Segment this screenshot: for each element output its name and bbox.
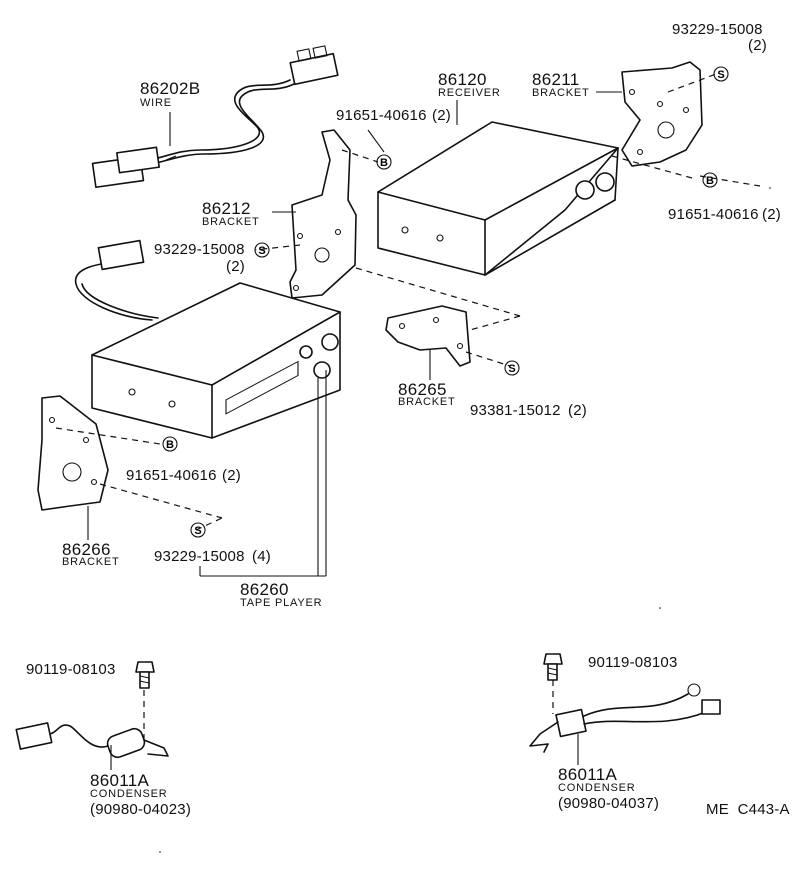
label-screw-left-mid-qty: (2) bbox=[226, 258, 245, 275]
label-86202b-number: 86202B bbox=[140, 79, 201, 98]
label-condenser-left-sub: (90980-04023) bbox=[90, 801, 192, 818]
wire-harness bbox=[91, 45, 339, 189]
label-86265-desc: BRACKET bbox=[398, 396, 456, 408]
label-screw-left-mid-number: 93229-15008 bbox=[154, 241, 245, 258]
label-86120-number: 86120 bbox=[438, 70, 487, 89]
label-condenser-left-number: 86011A bbox=[90, 771, 150, 790]
label-86260-number: 86260 bbox=[240, 580, 289, 599]
label-screw-bottom-number: 93229-15008 bbox=[154, 548, 245, 565]
screw-symbol-1: S bbox=[717, 69, 724, 81]
label-bolt-top-mid-number: 91651-40616 bbox=[336, 107, 427, 124]
label-screw-top-right-number: 93229-15008 bbox=[672, 21, 763, 38]
label-86260-desc: TAPE PLAYER bbox=[240, 597, 323, 609]
bolt-symbol-1: B bbox=[380, 157, 388, 169]
receiver-unit bbox=[377, 121, 619, 276]
screw-symbol-2: S bbox=[258, 245, 265, 257]
label-condenser-right-desc: CONDENSER bbox=[558, 782, 636, 794]
screw-symbol-4: S bbox=[194, 525, 201, 537]
leader-lines bbox=[87, 91, 622, 577]
label-screw-mid-right-number: 93381-15012 bbox=[470, 402, 561, 419]
reference-code: ME C443-A bbox=[706, 801, 790, 818]
label-bolt-right-qty: (2) bbox=[762, 206, 781, 223]
fastener-symbols: S B B S S B S bbox=[162, 66, 729, 538]
condenser-right-drawing bbox=[529, 653, 721, 765]
condenser-left-drawing bbox=[15, 661, 169, 770]
label-86266-desc: BRACKET bbox=[62, 556, 120, 568]
screw-symbol-3: S bbox=[508, 363, 515, 375]
label-86265-number: 86265 bbox=[398, 380, 447, 399]
label-86211-number: 86211 bbox=[532, 70, 580, 89]
label-bolt-cond-left-number: 90119-08103 bbox=[26, 661, 116, 678]
bracket-86211 bbox=[621, 61, 703, 167]
bracket-86265 bbox=[385, 305, 471, 367]
label-condenser-right-sub: (90980-04037) bbox=[558, 795, 660, 812]
label-screw-top-right-qty: (2) bbox=[748, 37, 767, 54]
label-86120-desc: RECEIVER bbox=[438, 87, 501, 99]
label-86211-desc: BRACKET bbox=[532, 87, 590, 99]
label-screw-bottom-qty: (4) bbox=[252, 548, 271, 565]
bolt-symbol-3: B bbox=[166, 439, 174, 451]
label-screw-mid-right-qty: (2) bbox=[568, 402, 587, 419]
assembly-lines bbox=[55, 73, 761, 740]
label-86212-desc: BRACKET bbox=[202, 216, 260, 228]
label-bolt-left-lower-number: 91651-40616 bbox=[126, 467, 217, 484]
bracket-86266 bbox=[37, 395, 109, 511]
label-bolt-top-mid-qty: (2) bbox=[432, 107, 451, 124]
bracket-86212 bbox=[289, 129, 357, 299]
label-condenser-left-desc: CONDENSER bbox=[90, 788, 168, 800]
label-86202b-desc: WIRE bbox=[140, 97, 172, 109]
bolt-symbol-2: B bbox=[706, 175, 714, 187]
label-bolt-cond-right-number: 90119-08103 bbox=[588, 654, 678, 671]
label-bolt-right-number: 91651-40616 bbox=[668, 206, 759, 223]
label-86266-number: 86266 bbox=[62, 540, 111, 559]
label-86212-number: 86212 bbox=[202, 199, 251, 218]
label-condenser-right-number: 86011A bbox=[558, 765, 618, 784]
label-bolt-left-lower-qty: (2) bbox=[222, 467, 241, 484]
